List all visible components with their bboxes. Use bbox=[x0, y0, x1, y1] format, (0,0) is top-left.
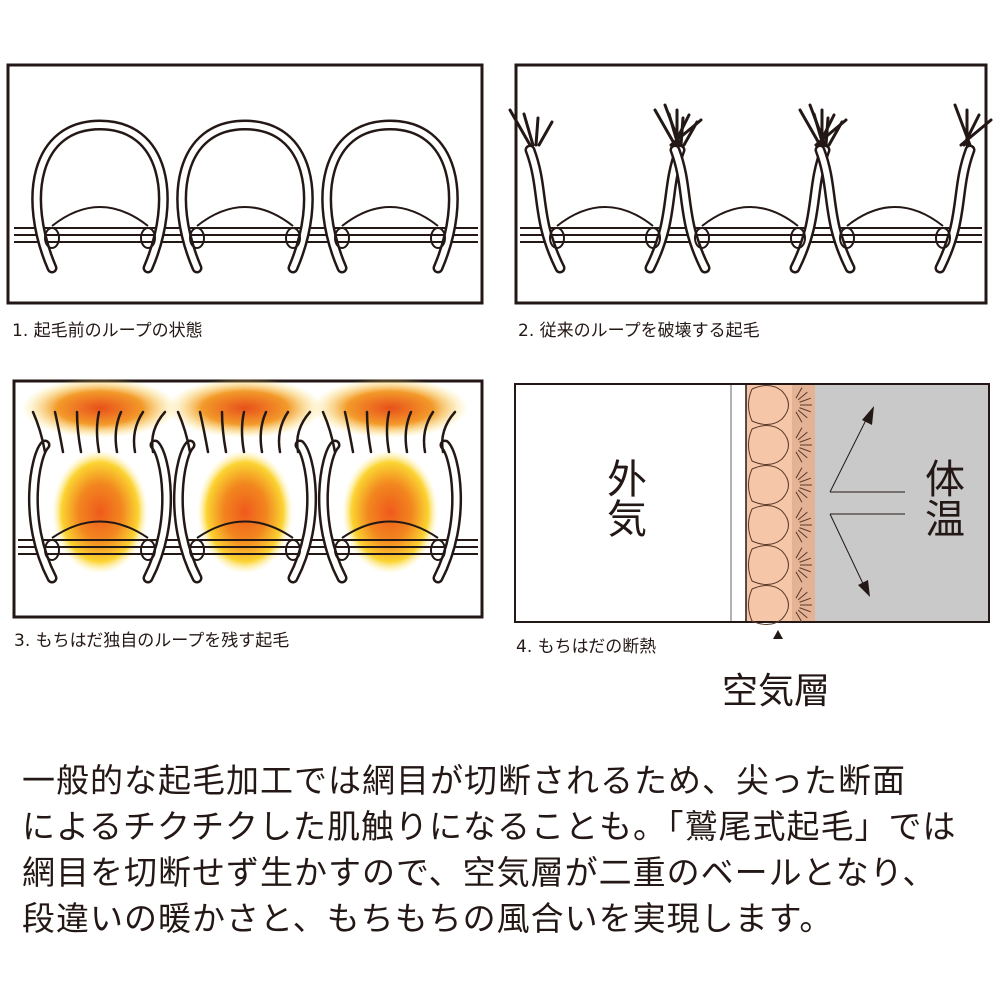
description-paragraph: 一般的な起毛加工では網目が切断されるため、尖った断面 によるチクチクした肌触りに… bbox=[22, 758, 992, 942]
panel-3-loops bbox=[18, 378, 478, 584]
panel-4-caption: 4. もちはだの断熱 bbox=[516, 637, 657, 657]
panel-1-caption: 1. 起毛前のループの状態 bbox=[12, 321, 203, 341]
panel-2-loops bbox=[508, 103, 993, 274]
body-heat-label: 体温 bbox=[918, 458, 964, 538]
description-line: によるチクチクした肌触りになることも。「鷲尾式起毛」では bbox=[22, 807, 957, 846]
panel-4-insulation bbox=[514, 383, 990, 639]
description-line: 網目を切断せず生かすので、空気層が二重のベールとなり、 bbox=[22, 853, 937, 892]
description-line: 一般的な起毛加工では網目が切断されるため、尖った断面 bbox=[22, 761, 906, 800]
panel-1-loops bbox=[14, 119, 478, 274]
panel-1-frame bbox=[6, 63, 484, 305]
outside-air-label: 外気 bbox=[600, 458, 646, 538]
air-layer-label: 空気層 bbox=[722, 671, 831, 712]
panel-2-frame bbox=[514, 63, 988, 305]
panel-3-caption: 3. もちはだ独自のループを残す起毛 bbox=[14, 631, 290, 651]
description-line: 段違いの暖かさと、もちもちの風合いを実現します。 bbox=[22, 899, 834, 938]
panel-2-caption: 2. 従来のループを破壊する起毛 bbox=[518, 321, 760, 341]
